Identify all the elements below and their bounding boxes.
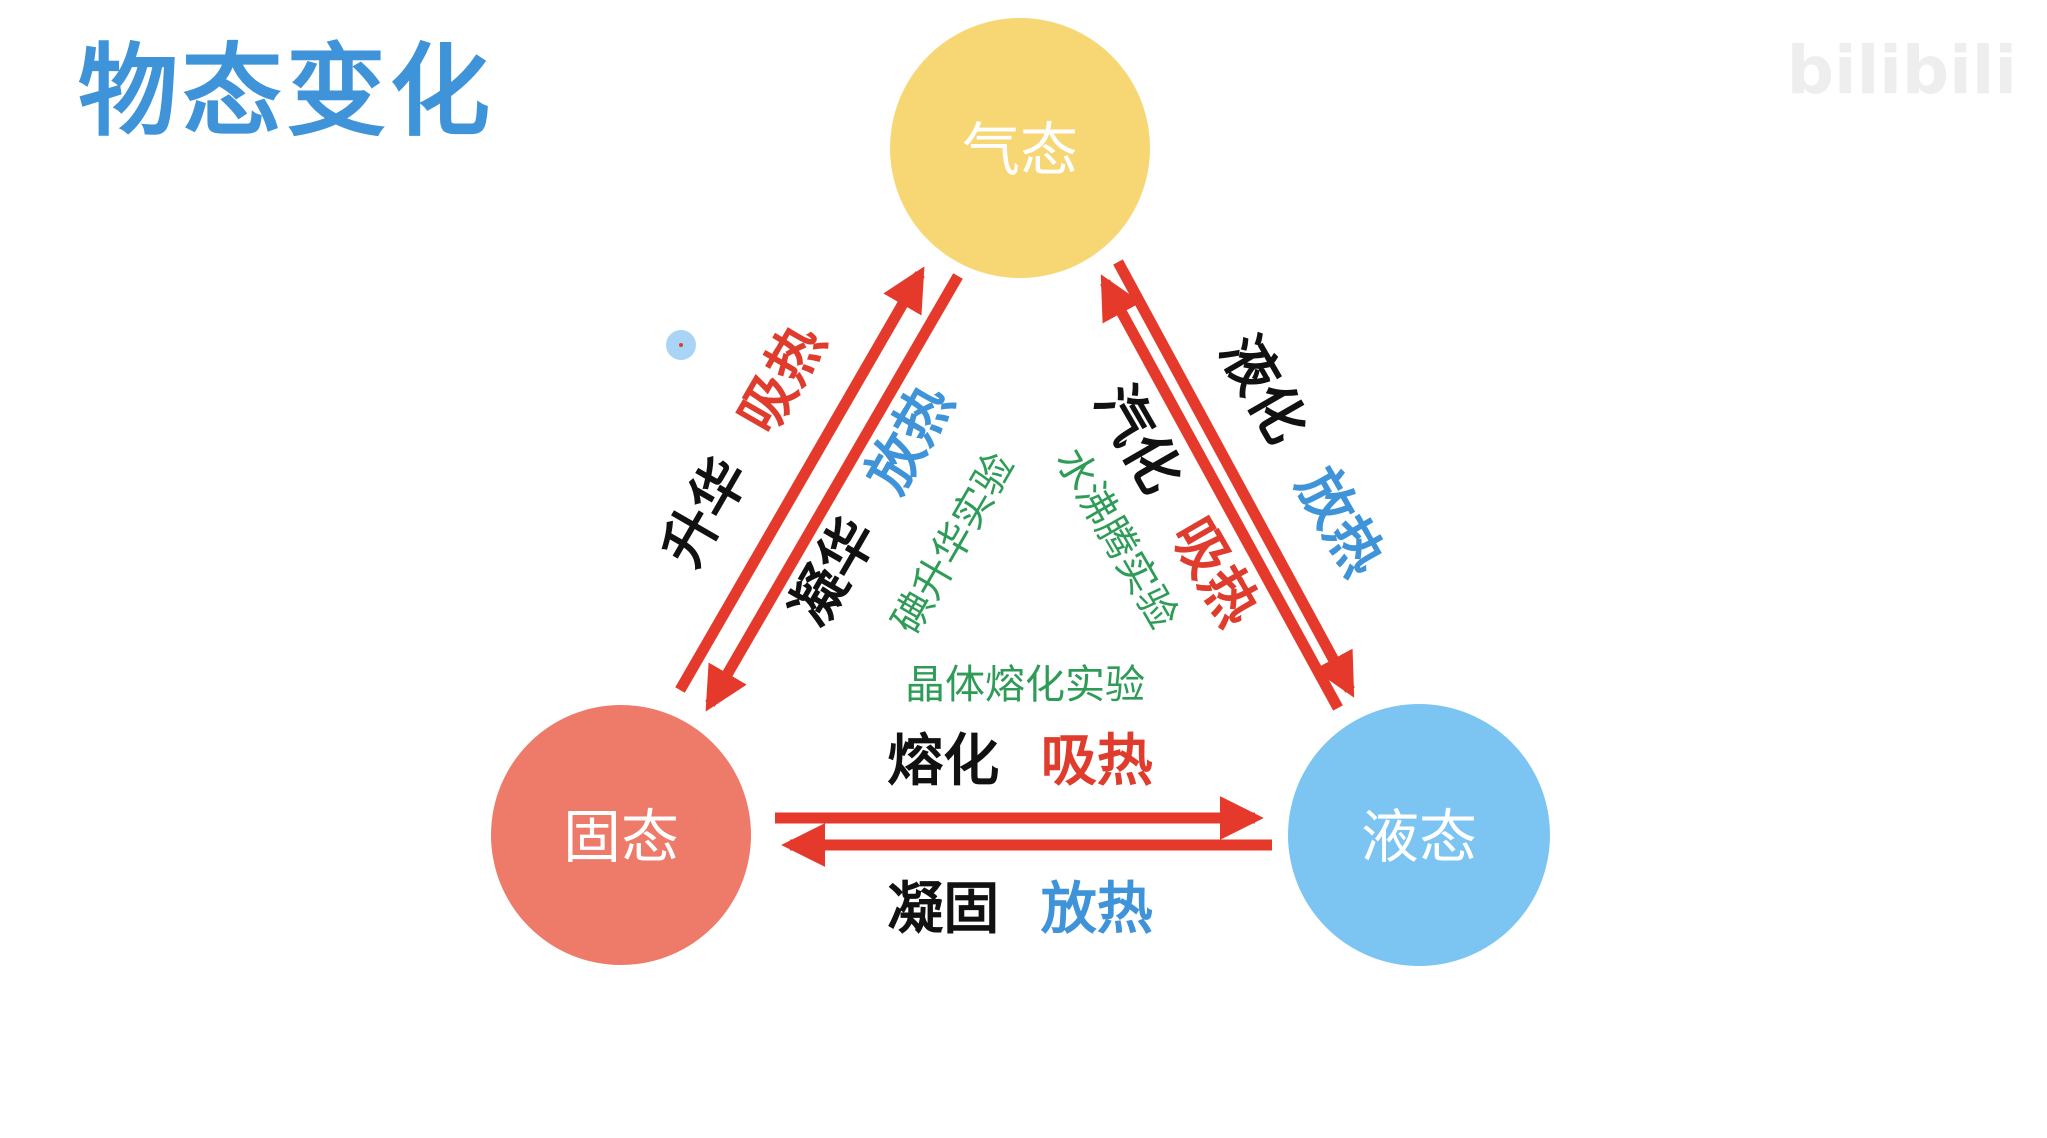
arrow-sublimation	[675, 266, 925, 693]
solid-state-label: 固态	[563, 803, 679, 871]
solid-state-node	[491, 705, 751, 965]
page-title: 物态变化	[78, 33, 494, 150]
arrow-vaporization	[1100, 274, 1343, 711]
solidification-label: 凝固	[887, 877, 999, 942]
gas-state-node	[890, 18, 1150, 278]
deposition-label: 凝华	[777, 507, 889, 636]
cursor-marker	[666, 330, 696, 360]
svg-text:凝固 放热: 凝固 放热	[887, 877, 1153, 942]
arrow-liquefaction	[1113, 259, 1355, 698]
solidification-heat: 放热	[1041, 877, 1153, 942]
melting-label: 熔化	[887, 729, 999, 794]
watermark-logo: bilibili	[1786, 32, 2017, 109]
svg-text:熔化 吸热: 熔化 吸热	[887, 729, 1153, 794]
gas-state-label: 气态	[962, 116, 1078, 184]
liquid-state-label: 液态	[1361, 803, 1477, 871]
liquefaction-label: 液化	[1207, 325, 1319, 454]
deposition-heat: 放热	[854, 375, 966, 504]
crystal-experiment-label: 晶体熔化实验	[905, 662, 1145, 708]
sublimation-label: 升华	[649, 447, 761, 576]
liquefaction-heat: 放热	[1283, 457, 1395, 586]
melting-heat: 吸热	[1041, 729, 1153, 794]
arrow-deposition	[705, 273, 963, 712]
liquid-state-node	[1288, 704, 1550, 966]
sublimation-heat: 吸热	[726, 315, 838, 444]
